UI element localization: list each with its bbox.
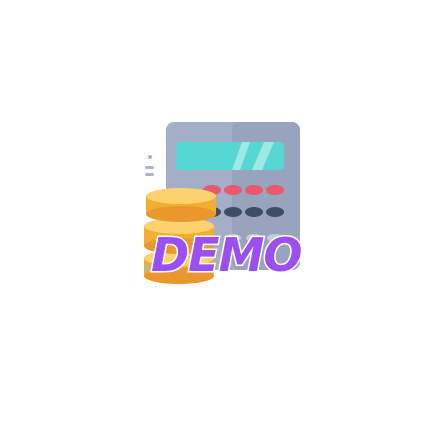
calculator-key <box>246 234 262 242</box>
calculator-key <box>267 234 283 242</box>
sparkle-line <box>146 264 149 271</box>
sparkle-line <box>145 173 154 176</box>
red-key-row <box>203 185 284 195</box>
sparkle-marks <box>145 155 154 271</box>
coin-stack <box>144 188 216 284</box>
calculator-key <box>266 185 284 195</box>
light-key-row <box>225 234 283 242</box>
calculator-key <box>224 207 242 217</box>
coin-face <box>144 218 214 234</box>
calculator-key <box>266 207 284 217</box>
calculator-key <box>245 185 263 195</box>
coin-edge <box>146 206 216 222</box>
coin-face <box>144 250 214 266</box>
sparkle-line <box>145 166 154 169</box>
sparkle-dot <box>148 155 152 159</box>
coin-face <box>146 188 216 204</box>
coin-edge <box>144 238 214 254</box>
demo-watermark: DEMO <box>150 228 304 282</box>
display-shine <box>252 142 274 170</box>
display-shine <box>232 142 250 170</box>
coin-edge <box>144 268 214 284</box>
calculator-key <box>245 207 263 217</box>
calculator-key <box>224 185 242 195</box>
calculator-key <box>225 234 241 242</box>
